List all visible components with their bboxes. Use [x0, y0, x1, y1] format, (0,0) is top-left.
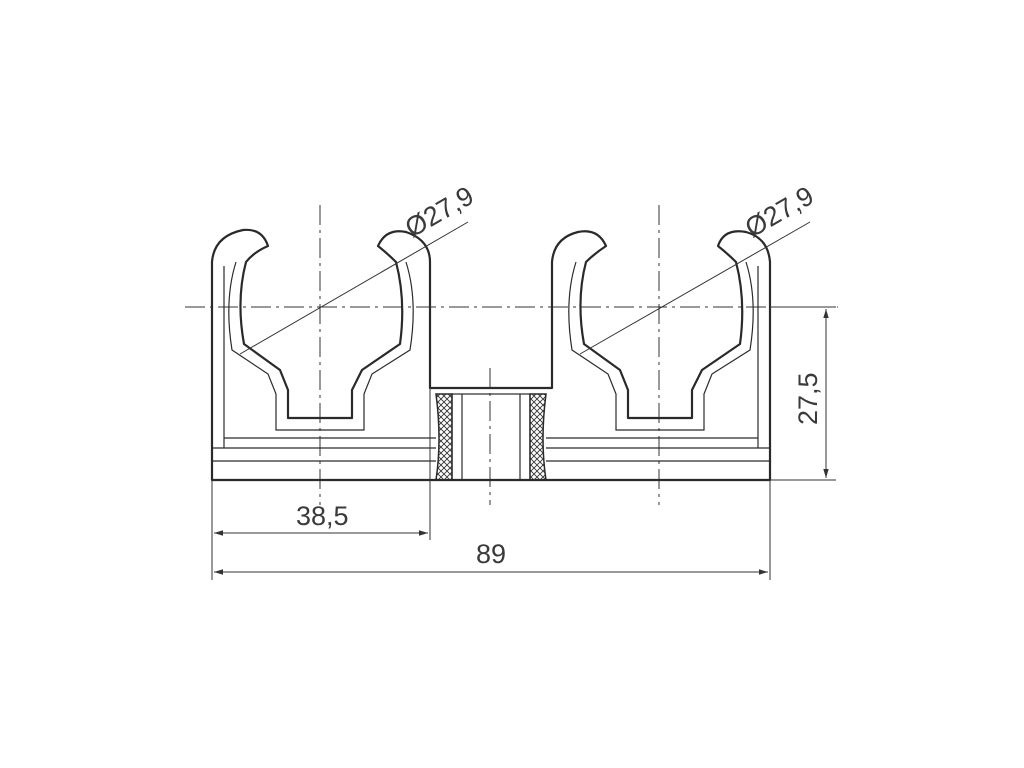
- bushing-sleeve: [451, 393, 531, 481]
- bushing-knurl-right: [529, 393, 547, 481]
- overall-width-label: 89: [476, 539, 506, 569]
- diameter-label-right: Ø27,9: [740, 180, 819, 243]
- left-clip-inner: [228, 261, 414, 431]
- diameter-leader-left: [239, 221, 469, 355]
- clip-body: [210, 228, 772, 482]
- overall-width-dimension: 89: [214, 480, 771, 580]
- center-lines: [185, 205, 838, 505]
- diameter-leader-right: [579, 221, 811, 355]
- body-outline: [210, 228, 772, 482]
- height-label: 27,5: [793, 372, 823, 425]
- connector-bushing: [435, 393, 547, 481]
- height-dimension: 27,5: [770, 306, 836, 481]
- right-clip-inner: [568, 261, 754, 431]
- pitch-label: 38,5: [296, 501, 349, 531]
- bushing-knurl-left: [435, 393, 453, 481]
- diameter-callouts: Ø27,9 Ø27,9: [239, 180, 819, 355]
- pitch-dimension: 38,5: [211, 388, 431, 580]
- diameter-label-left: Ø27,9: [400, 180, 479, 243]
